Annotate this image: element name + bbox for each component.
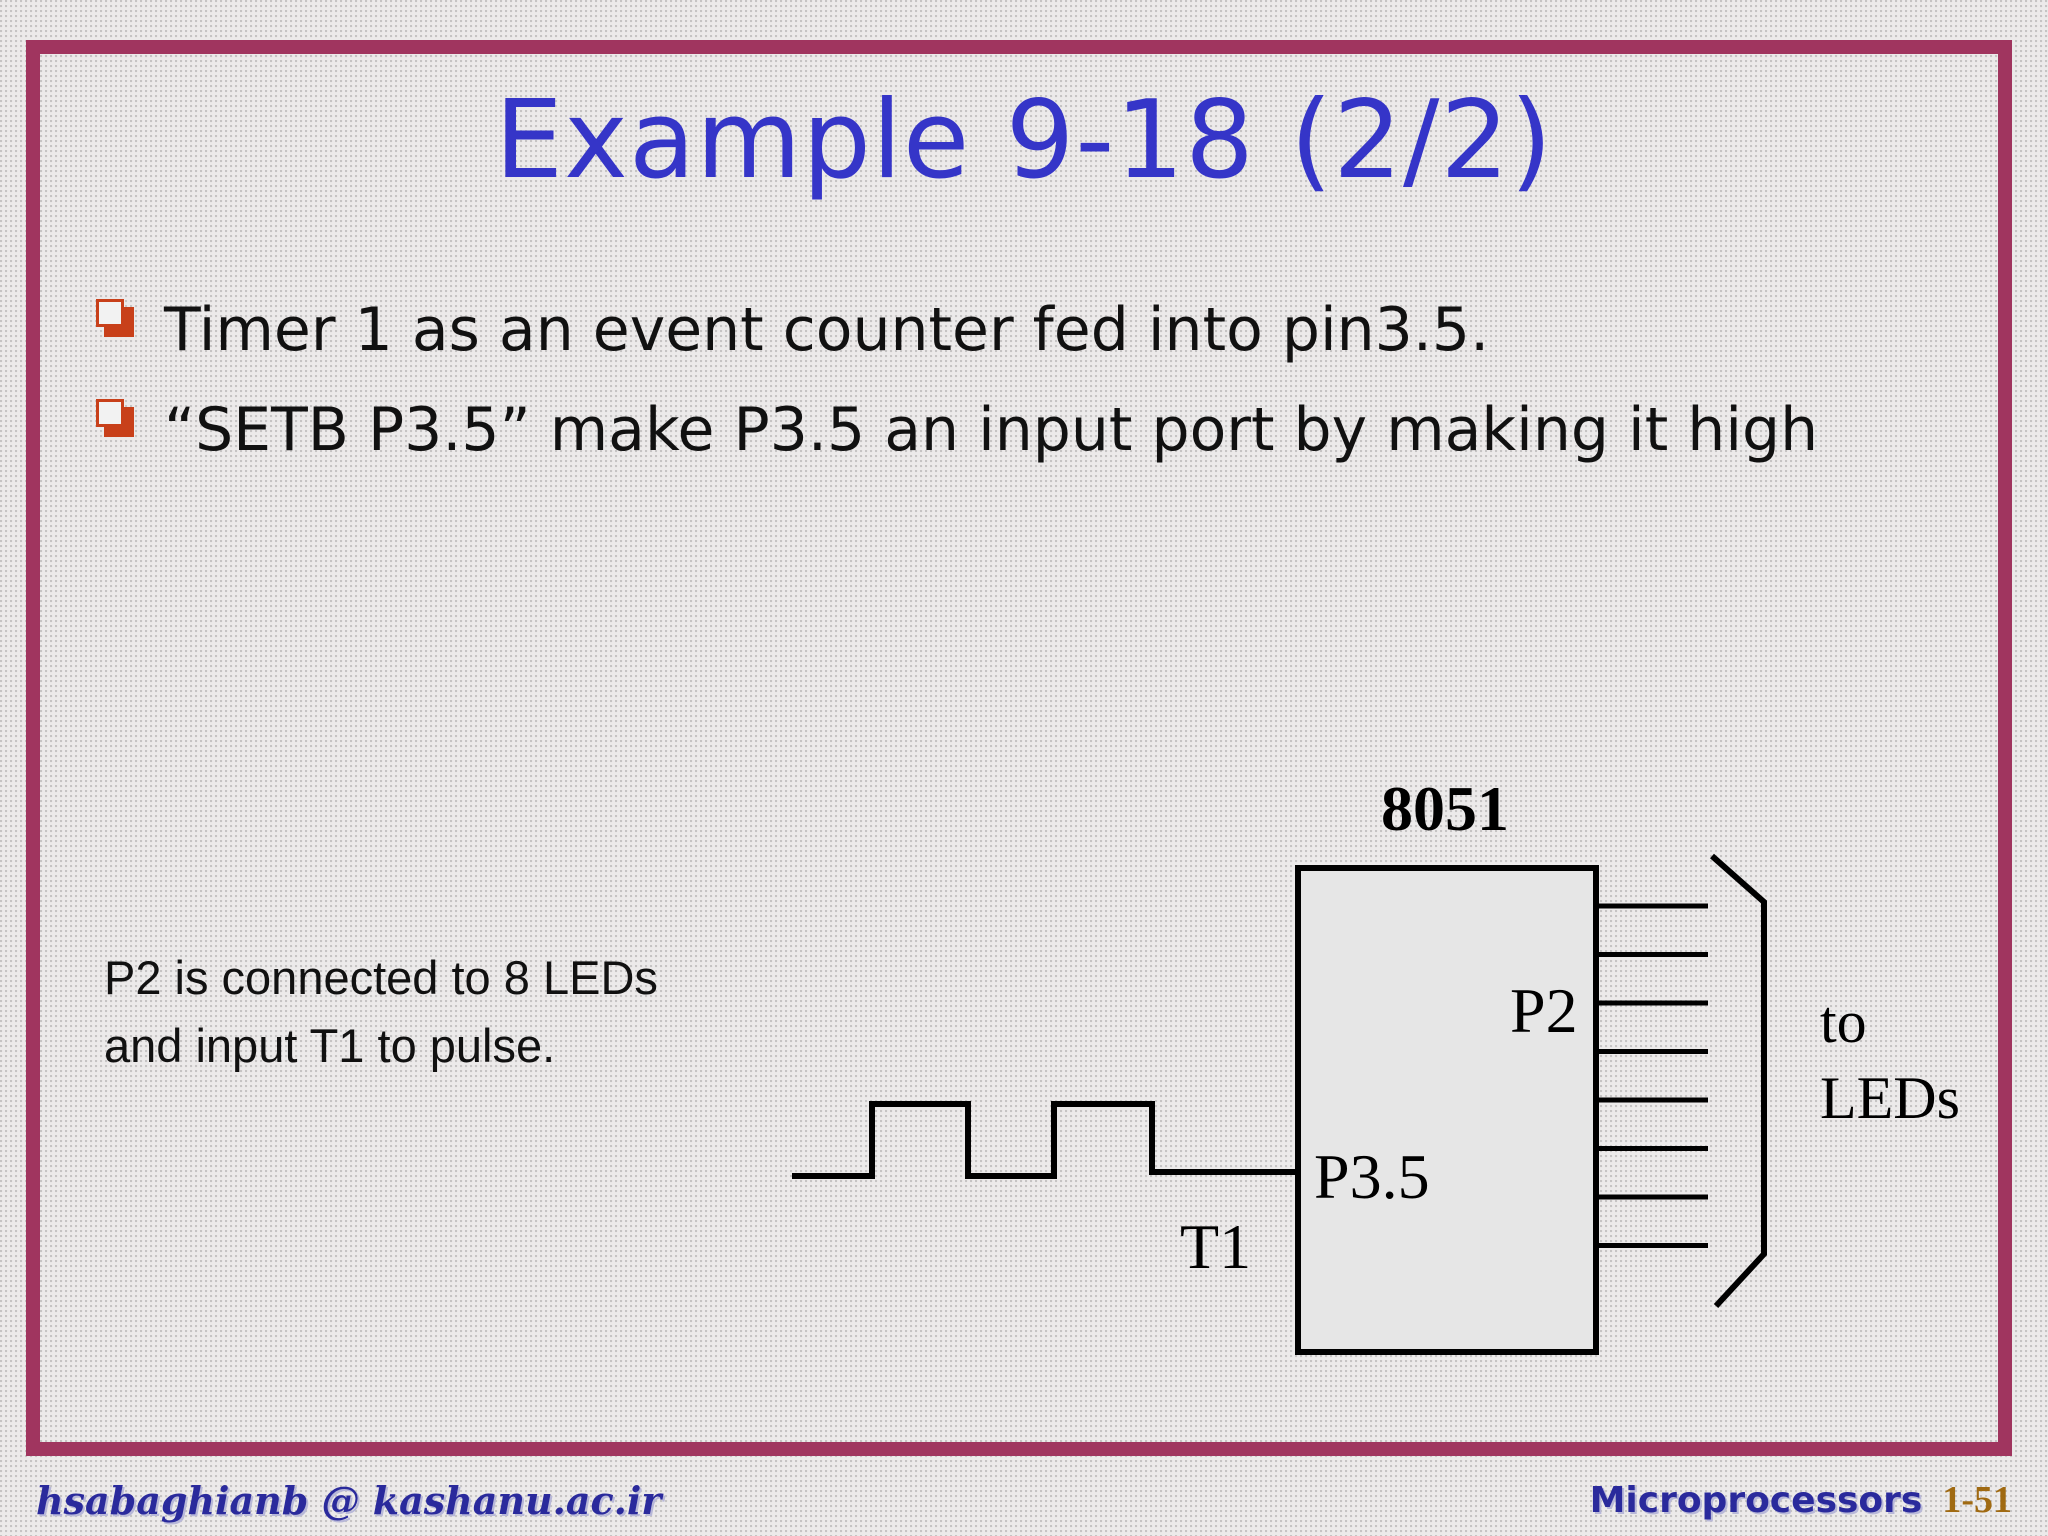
- bullet-list: Timer 1 as an event counter fed into pin…: [96, 280, 1996, 480]
- square-bullet-icon: [96, 299, 134, 337]
- footer-email: hsabaghianb @ kashanu.ac.ir: [36, 1478, 662, 1523]
- page-number: 1-51: [1942, 1479, 2012, 1521]
- slide-frame: [26, 40, 2012, 1456]
- footer-right: Microprocessors 1-51: [1590, 1478, 2012, 1522]
- bullet-item: Timer 1 as an event counter fed into pin…: [96, 280, 1996, 380]
- connection-note: P2 is connected to 8 LEDs and input T1 t…: [104, 944, 658, 1080]
- footer-course: Microprocessors: [1589, 1480, 1923, 1521]
- output-label-line: to: [1820, 989, 1867, 1055]
- chip-body: [1295, 865, 1599, 1355]
- bullet-text: “SETB P3.5” make P3.5 an input port by m…: [164, 395, 1819, 465]
- port-in-label: P3.5: [1314, 1141, 1430, 1212]
- chip-label: 8051: [1381, 773, 1509, 844]
- note-line: P2 is connected to 8 LEDs: [104, 951, 658, 1004]
- output-label-line: LEDs: [1820, 1065, 1960, 1131]
- slide-title: Example 9-18 (2/2): [494, 78, 1554, 203]
- port-out-label: P2: [1510, 975, 1578, 1046]
- bullet-text: Timer 1 as an event counter fed into pin…: [164, 295, 1490, 365]
- bullet-item: “SETB P3.5” make P3.5 an input port by m…: [96, 380, 1996, 480]
- led-lines: [1596, 903, 1708, 1248]
- output-bracket: [1710, 853, 1767, 1309]
- pulse-waveform: [792, 1101, 1298, 1179]
- timer-pin-label: T1: [1180, 1211, 1251, 1282]
- note-line: and input T1 to pulse.: [104, 1019, 556, 1072]
- square-bullet-icon: [96, 399, 134, 437]
